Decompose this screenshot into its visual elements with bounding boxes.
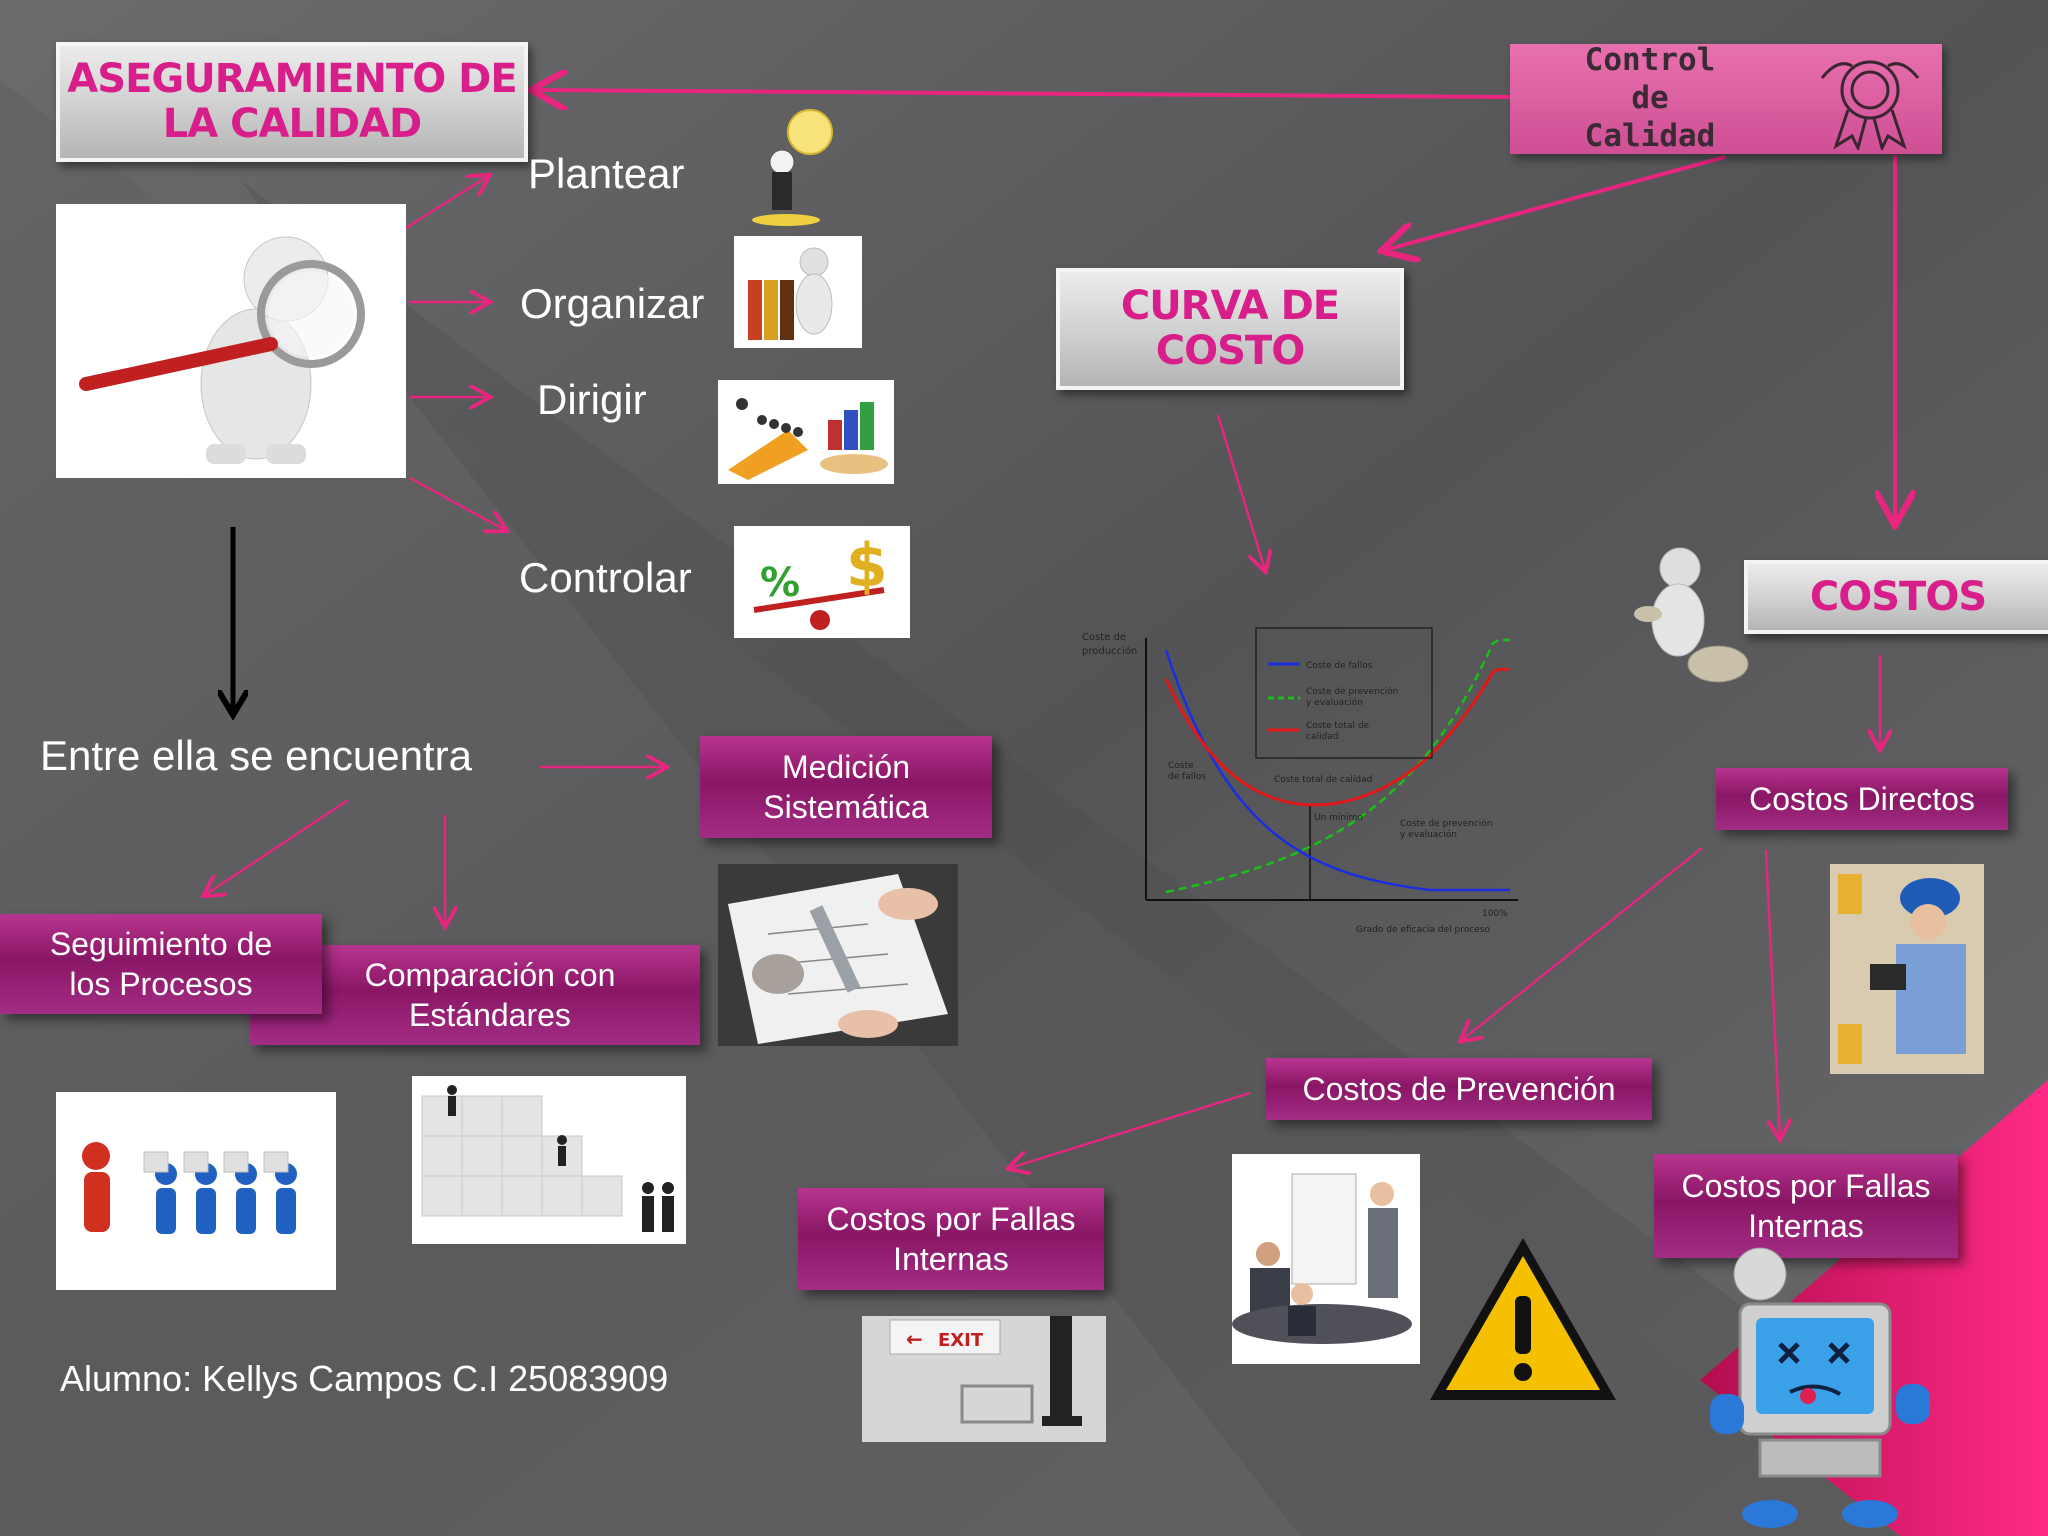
chart-xtick-100: 100% — [1482, 909, 1508, 919]
control-line2: de — [1631, 80, 1669, 117]
exit-sign-image: ← EXIT — [862, 1316, 1106, 1442]
legend-label-total-2: calidad — [1306, 732, 1338, 742]
award-ribbon-icon — [1820, 60, 1920, 150]
step-plantear: Plantear — [528, 150, 685, 197]
meeting-presentation-image — [1232, 1154, 1420, 1364]
arrow-to-fallas-center — [1010, 1091, 1251, 1168]
control-line1: Control — [1584, 42, 1716, 79]
annot-prevencion-1: Coste de prevención — [1400, 818, 1493, 829]
control-line3: Calidad — [1584, 117, 1716, 154]
costos-directos-label: Costos Directos — [1749, 781, 1975, 817]
costos-prevencion-box: Costos de Prevención — [1266, 1058, 1652, 1120]
arrow-control-to-curva — [1385, 155, 1726, 250]
arrow-control-to-aseguramiento — [535, 90, 1511, 97]
arrow-to-seguimiento — [205, 799, 349, 895]
arrow-curva-to-chart — [1216, 414, 1265, 570]
broken-computer-character-icon — [1710, 1247, 1930, 1528]
annot-prevencion-2: y evaluación — [1400, 829, 1457, 840]
legend-item-total: Coste total de calidad — [1268, 721, 1370, 742]
seguimiento-box: Seguimiento de los Procesos — [0, 914, 322, 1014]
warning-triangle-icon — [1430, 1238, 1616, 1400]
controlar-balance-image: % $ — [734, 526, 910, 638]
alumno-label: Alumno: Kellys Campos C.I 25083909 — [60, 1358, 669, 1399]
arrow-to-prevencion — [1462, 847, 1703, 1040]
annot-total: Coste total de calidad — [1274, 775, 1372, 785]
curva-line2: COSTO — [1155, 328, 1305, 374]
legend-item-fallos: Coste de fallos — [1268, 661, 1373, 671]
costos-prevencion-label: Costos de Prevención — [1302, 1071, 1616, 1107]
fallas-center-line2: Internas — [893, 1241, 1009, 1277]
dirigir-team-image — [718, 380, 894, 484]
aseguramiento-line2: LA CALIDAD — [162, 101, 422, 147]
aseguramiento-line1: ASEGURAMIENTO DE — [67, 56, 517, 103]
costos-figure-icon — [1634, 547, 1749, 683]
curva-line1: CURVA DE — [1120, 283, 1340, 330]
chart-ylabel-line2: producción — [1082, 645, 1137, 657]
fallas-center-line1: Costos por Fallas — [826, 1201, 1076, 1237]
medicion-line2: Sistemática — [763, 789, 929, 825]
legend-label-prevencion-2: y evaluación — [1306, 697, 1363, 708]
comparacion-line1: Comparación con — [364, 957, 616, 993]
arrow-to-fallas-right — [1764, 849, 1780, 1138]
cost-curve-chart: Coste de producción Coste de fallos Cost… — [1082, 627, 1518, 935]
seguimiento-line1: Seguimiento de — [49, 926, 273, 962]
arrow-to-plantear — [394, 176, 488, 237]
fallas-right-line2: Internas — [1748, 1208, 1864, 1244]
series-coste-total — [1164, 667, 1510, 807]
chart-xlabel: Grado de eficacia del proceso — [1356, 925, 1490, 935]
step-controlar: Controlar — [519, 554, 692, 601]
legend-label-prevencion-1: Coste de prevención — [1306, 686, 1399, 697]
organizar-binders-image — [734, 236, 862, 348]
magnifier-figure-image — [56, 204, 406, 478]
worker-helmet-image — [1830, 864, 1984, 1074]
idea-bulb-figure-icon — [752, 109, 833, 226]
series-coste-prevencion — [1165, 638, 1510, 894]
svg-text:%: % — [760, 560, 800, 606]
annot-minimo: Un mínimo — [1314, 813, 1363, 823]
chart-legend — [1255, 627, 1433, 759]
costos-title: COSTOS — [1744, 560, 2048, 634]
seguimiento-line2: los Procesos — [69, 966, 253, 1002]
comparacion-line2: Estándares — [409, 997, 571, 1033]
costos-directos-box: Costos Directos — [1716, 768, 2008, 830]
svg-text:←: ← — [906, 1327, 923, 1351]
svg-text:$: $ — [846, 531, 888, 601]
legend-item-prevencion: Coste de prevención y evaluación — [1268, 686, 1399, 708]
annot-fallos-1: Coste — [1168, 761, 1194, 771]
legend-label-total-1: Coste total de — [1306, 721, 1370, 731]
measurement-caliper-image — [718, 864, 958, 1046]
team-line-image — [56, 1092, 336, 1290]
legend-label-fallos: Coste de fallos — [1306, 661, 1373, 671]
arrow-to-controlar — [409, 476, 505, 530]
entre-ella-label: Entre ella se encuentra — [40, 732, 472, 779]
fallas-right-line1: Costos por Fallas — [1681, 1168, 1931, 1204]
puzzle-people-image — [412, 1076, 686, 1244]
annot-fallos-2: de fallos — [1168, 772, 1206, 782]
exit-sign-text: EXIT — [938, 1330, 984, 1351]
medicion-line1: Medición — [781, 749, 911, 785]
chart-ylabel-line1: Coste de — [1082, 632, 1126, 643]
costos-label: COSTOS — [1809, 573, 1987, 620]
series-coste-fallos — [1164, 649, 1510, 892]
step-organizar: Organizar — [520, 280, 705, 327]
step-dirigir: Dirigir — [537, 376, 647, 423]
